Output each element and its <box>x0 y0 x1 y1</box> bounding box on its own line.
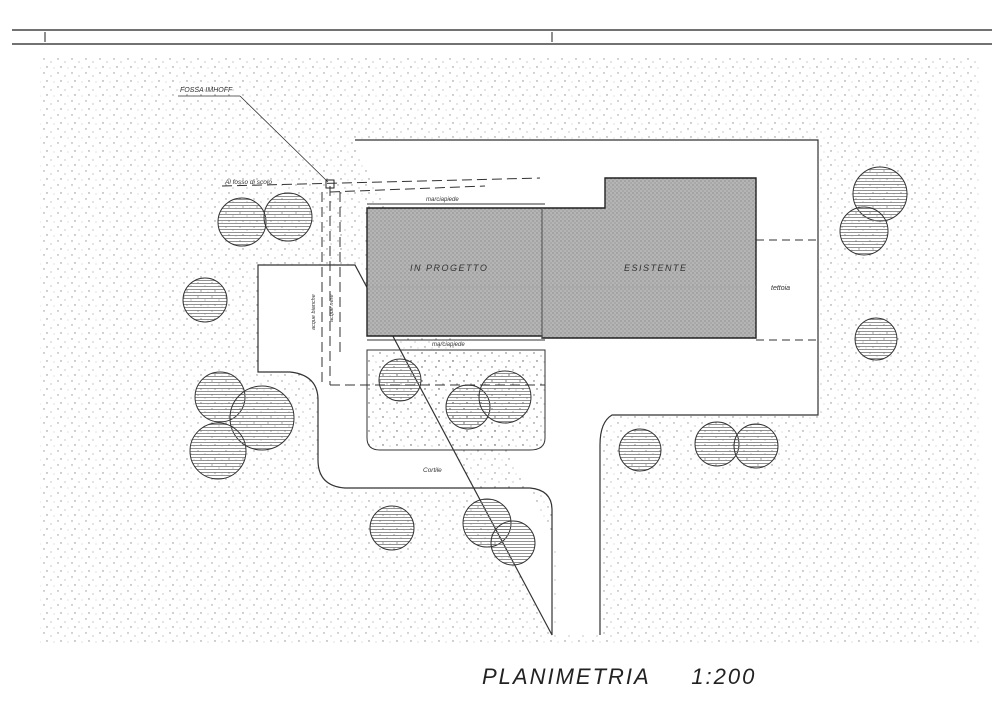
tree <box>182 277 228 323</box>
driveway-fill <box>556 430 596 635</box>
label-sidewalk-top: marciapiede <box>426 197 459 203</box>
drain-lines <box>221 177 545 386</box>
label-septic-tank: FOSSA IMHOFF <box>180 87 233 94</box>
label-canopy: tettoia <box>771 285 790 292</box>
tree <box>263 192 313 242</box>
tree <box>733 423 779 469</box>
septic-tank <box>178 95 335 189</box>
tree <box>694 421 740 467</box>
tree <box>618 428 662 472</box>
label-driveway: Cortile <box>423 467 442 474</box>
building-footprint <box>366 177 757 339</box>
building <box>366 177 757 341</box>
canopy-outline <box>756 239 818 341</box>
tree <box>189 422 247 480</box>
trees <box>182 166 908 566</box>
label-proposed: IN PROGETTO <box>410 263 488 273</box>
label-sidewalk-bottom: marciapiede <box>432 342 465 348</box>
label-existing: ESISTENTE <box>624 263 688 273</box>
drawing-title: PLANIMETRIA 1:200 <box>482 664 756 690</box>
tree <box>378 358 422 402</box>
label-water-line-1: acque bianche <box>311 294 317 330</box>
label-drain: Al fosso di scolo <box>224 179 272 186</box>
tree <box>839 206 889 256</box>
road-top <box>12 29 992 45</box>
tree <box>478 370 532 424</box>
tree <box>490 520 536 566</box>
label-water-line-2: acque nere <box>329 294 335 322</box>
title-scale: 1:200 <box>691 664 757 689</box>
tree <box>217 197 267 247</box>
title-text: PLANIMETRIA <box>482 664 651 689</box>
tree <box>229 385 295 451</box>
tree <box>854 317 898 361</box>
tree <box>369 505 415 551</box>
